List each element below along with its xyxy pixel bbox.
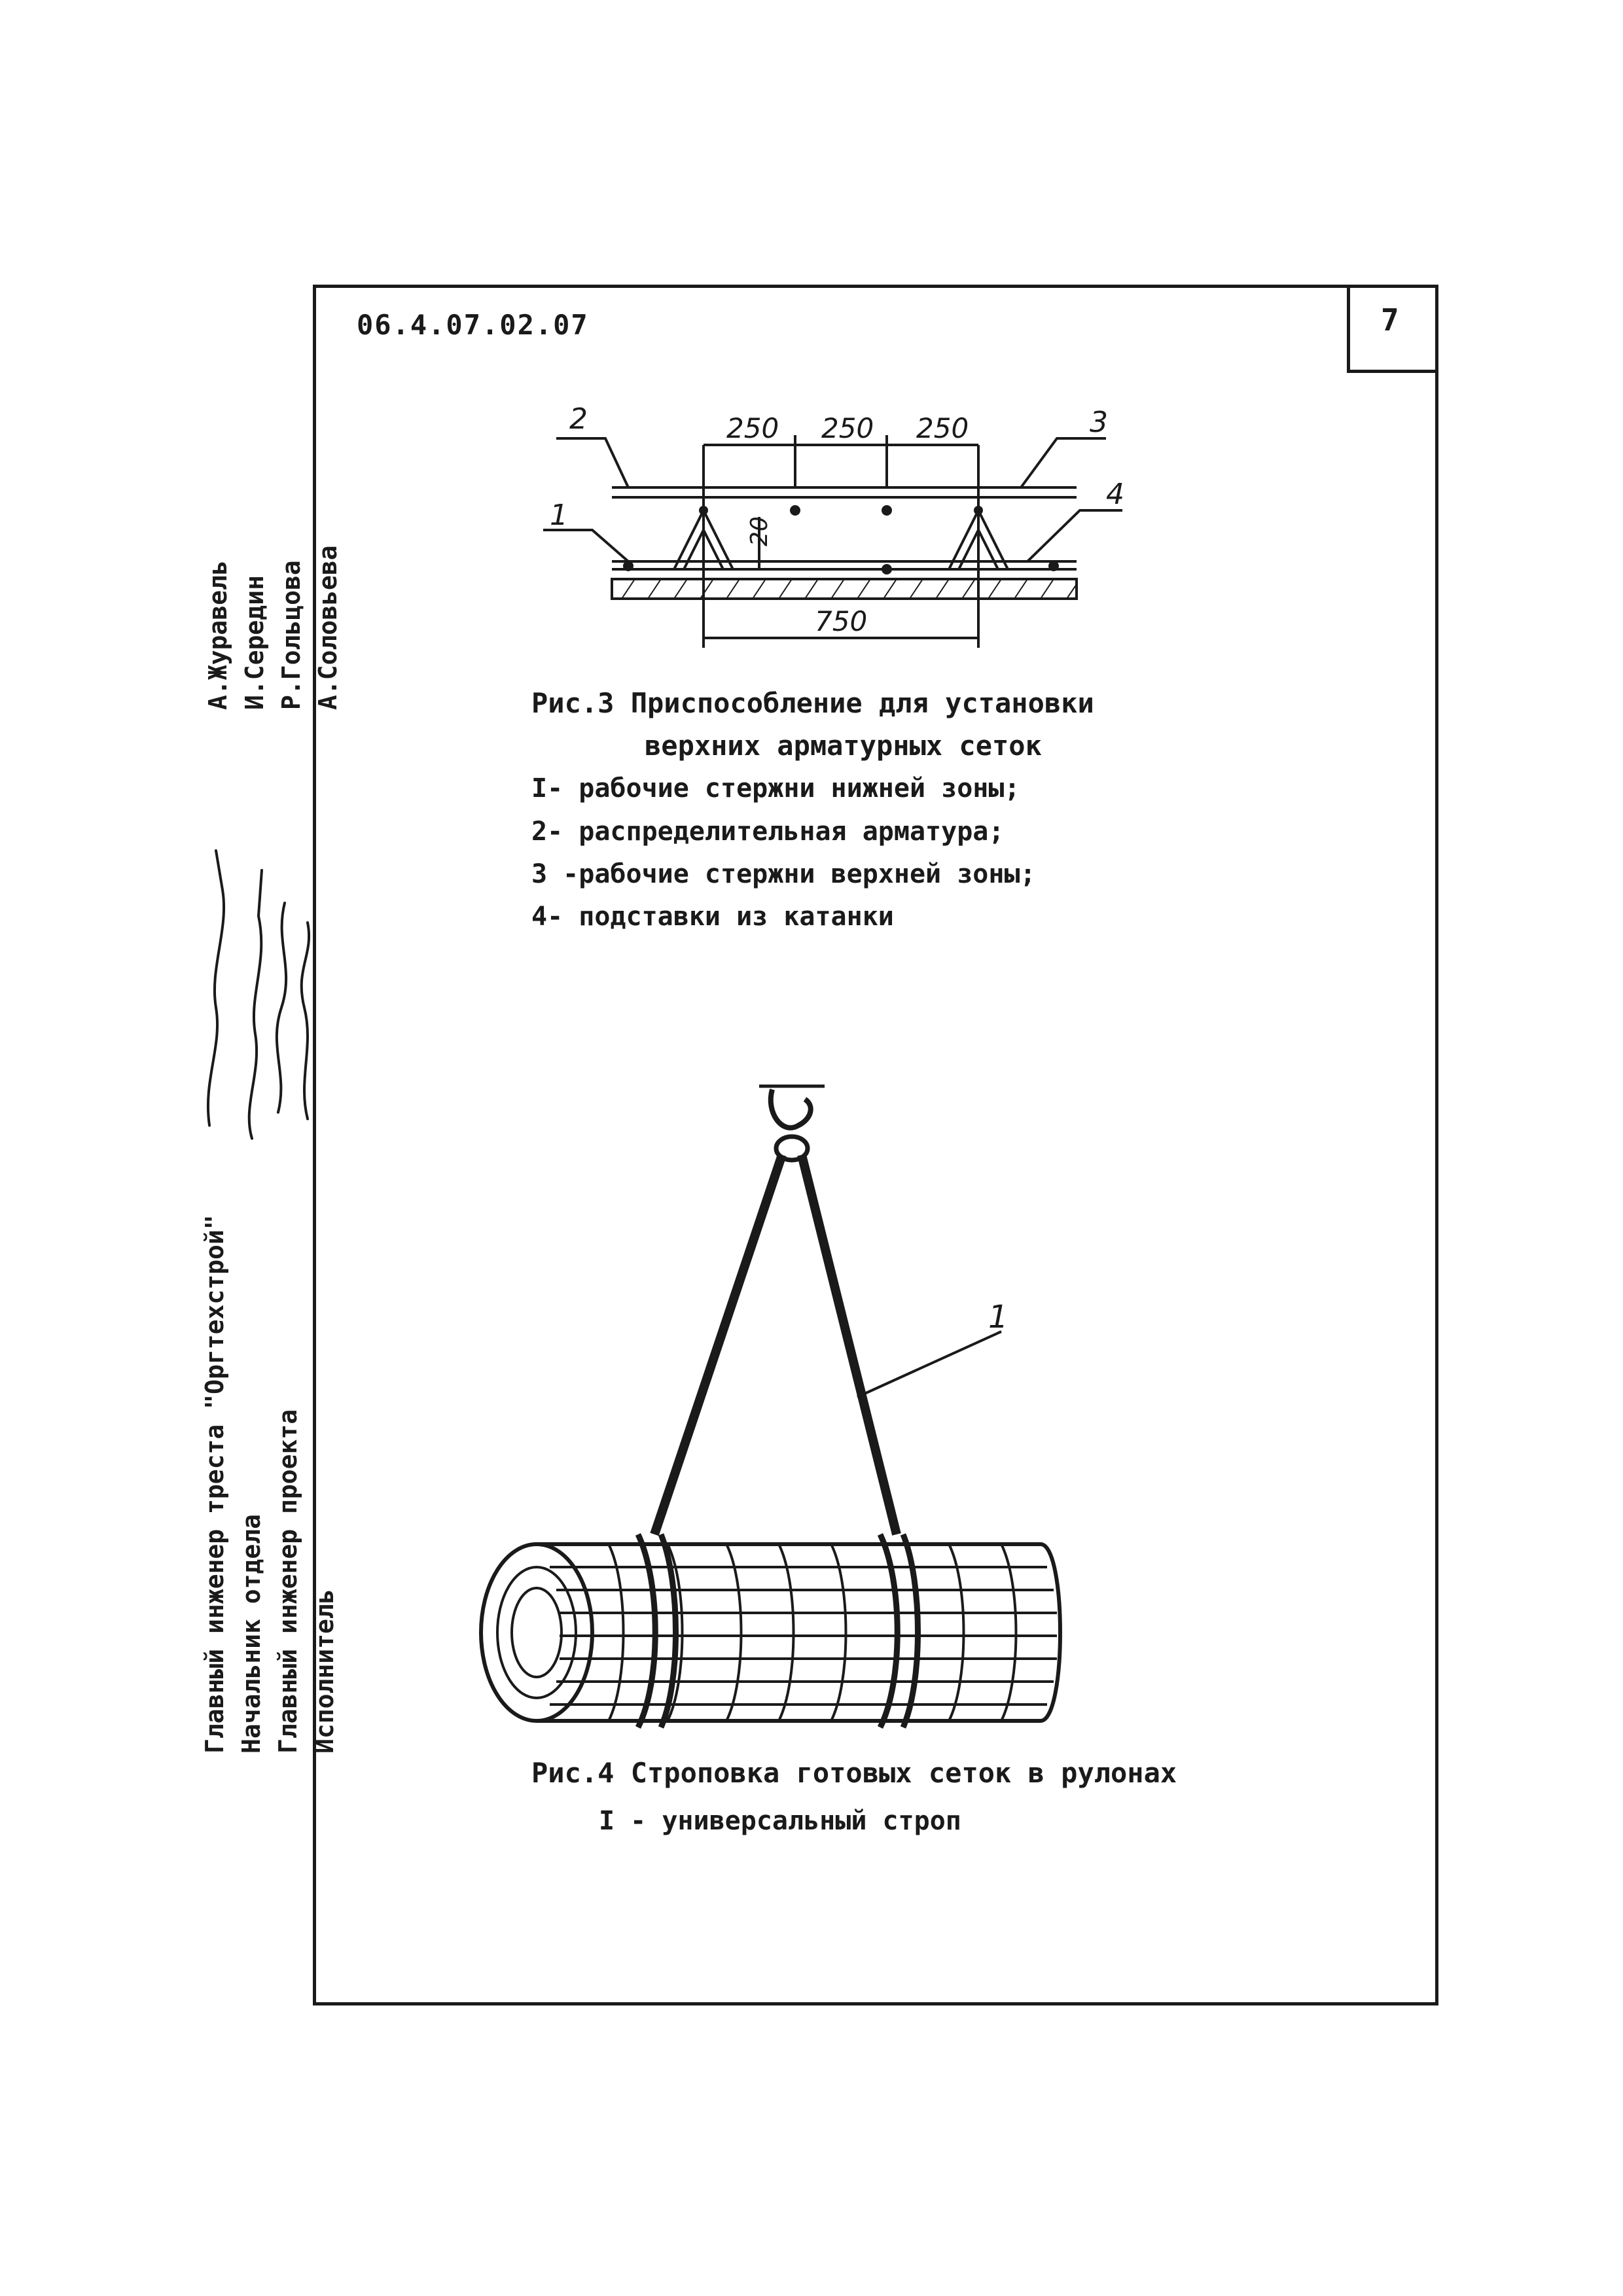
fig3-dim-250-3: 250 [916, 412, 969, 444]
fig4-title: Рис.4 Строповка готовых сеток в рулонах [531, 1757, 1177, 1789]
approval-positions: Главный инженер треста "Оргтехстрой" Нач… [196, 1214, 343, 1754]
fig3-dim-250-1: 250 [726, 412, 779, 444]
fig4-legend: I - универсальный строп [599, 1806, 961, 1836]
page-frame [313, 285, 1438, 2005]
document-code: 06.4.07.02.07 [357, 309, 589, 341]
fig3-callout-3: 3 [1090, 406, 1108, 439]
fig3-legend-2: 2- распределительная арматура; [531, 817, 1005, 847]
name-solovyeva: А.Соловьева [313, 545, 342, 710]
position-department-head: Начальник отдела [237, 1513, 266, 1754]
signature-2 [247, 869, 263, 1140]
fig4-callout-1: 1 [988, 1299, 1008, 1335]
fig3-dim-250-2: 250 [821, 412, 874, 444]
signature-3 [275, 902, 288, 1114]
fig3-dim-750: 750 [815, 605, 868, 637]
fig3-dim-20: 20 [746, 516, 773, 546]
position-project-engineer: Главный инженер проекта [274, 1409, 302, 1754]
position-chief-engineer-trust: Главный инженер треста "Оргтехстрой" [200, 1214, 229, 1754]
page-number-box [1347, 288, 1438, 373]
fig3-callout-1: 1 [550, 499, 568, 532]
fig3-callout-4: 4 [1106, 478, 1124, 511]
approval-names: А.Журавель И.Середин Р.Гольцова А.Соловь… [200, 545, 346, 710]
name-zhuravel: А.Журавель [204, 560, 232, 710]
fig3-callout-2: 2 [569, 402, 588, 436]
signature-1 [206, 849, 226, 1127]
fig3-legend-4: 4- подставки из катанки [531, 902, 894, 932]
fig3-legend-1: I- рабочие стержни нижней зоны; [531, 773, 1020, 804]
name-seredin: И.Середин [240, 575, 269, 710]
fig3-legend-3: 3 -рабочие стержни верхней зоны; [531, 859, 1036, 889]
signature-4 [300, 921, 311, 1120]
page-number: 7 [1381, 302, 1399, 338]
position-executor: Исполнитель [310, 1589, 339, 1754]
fig3-title-line1: Рис.3 Приспособление для установки [531, 687, 1094, 719]
name-goltsova: Р.Гольцова [277, 560, 306, 710]
fig3-title-line2: верхних арматурных сеток [645, 730, 1042, 762]
